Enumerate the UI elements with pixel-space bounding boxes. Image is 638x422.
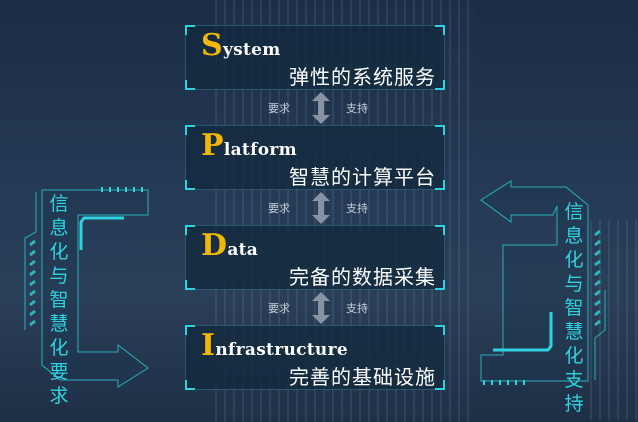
layer-platform: Platform 智慧的计算平台 xyxy=(185,125,445,190)
connector-support: 支持 xyxy=(346,102,368,115)
double-arrow-icon xyxy=(312,292,330,324)
layer-title: ata xyxy=(227,240,259,260)
layer-initial: I xyxy=(201,328,216,363)
connector-support: 支持 xyxy=(346,202,368,215)
layer-data: Data 完备的数据采集 xyxy=(185,225,445,290)
layer-title: nfrastructure xyxy=(215,340,348,360)
layer-title: latform xyxy=(223,140,297,160)
layer-title: ystem xyxy=(222,40,281,60)
right-side-label: 信息化与智慧化支持 xyxy=(564,201,584,415)
layer-initial: D xyxy=(201,228,228,263)
left-side-label: 信息化与智慧化要求 xyxy=(49,193,69,407)
layer-subtitle: 完善的基础设施 xyxy=(289,365,436,389)
layer-subtitle: 完备的数据采集 xyxy=(289,265,436,289)
double-arrow-icon xyxy=(312,192,330,224)
double-arrow-icon xyxy=(312,92,330,124)
layer-subtitle: 弹性的系统服务 xyxy=(289,65,436,89)
connector-require: 要求 xyxy=(268,302,290,315)
layer-system: System 弹性的系统服务 xyxy=(185,25,445,90)
connector-support: 支持 xyxy=(346,302,368,315)
connector-require: 要求 xyxy=(268,202,290,215)
connector-require: 要求 xyxy=(268,102,290,115)
layer-initial: S xyxy=(201,28,223,63)
layer-initial: P xyxy=(201,128,224,163)
layer-infrastructure: Infrastructure 完善的基础设施 xyxy=(185,325,445,390)
layer-subtitle: 智慧的计算平台 xyxy=(289,165,436,189)
